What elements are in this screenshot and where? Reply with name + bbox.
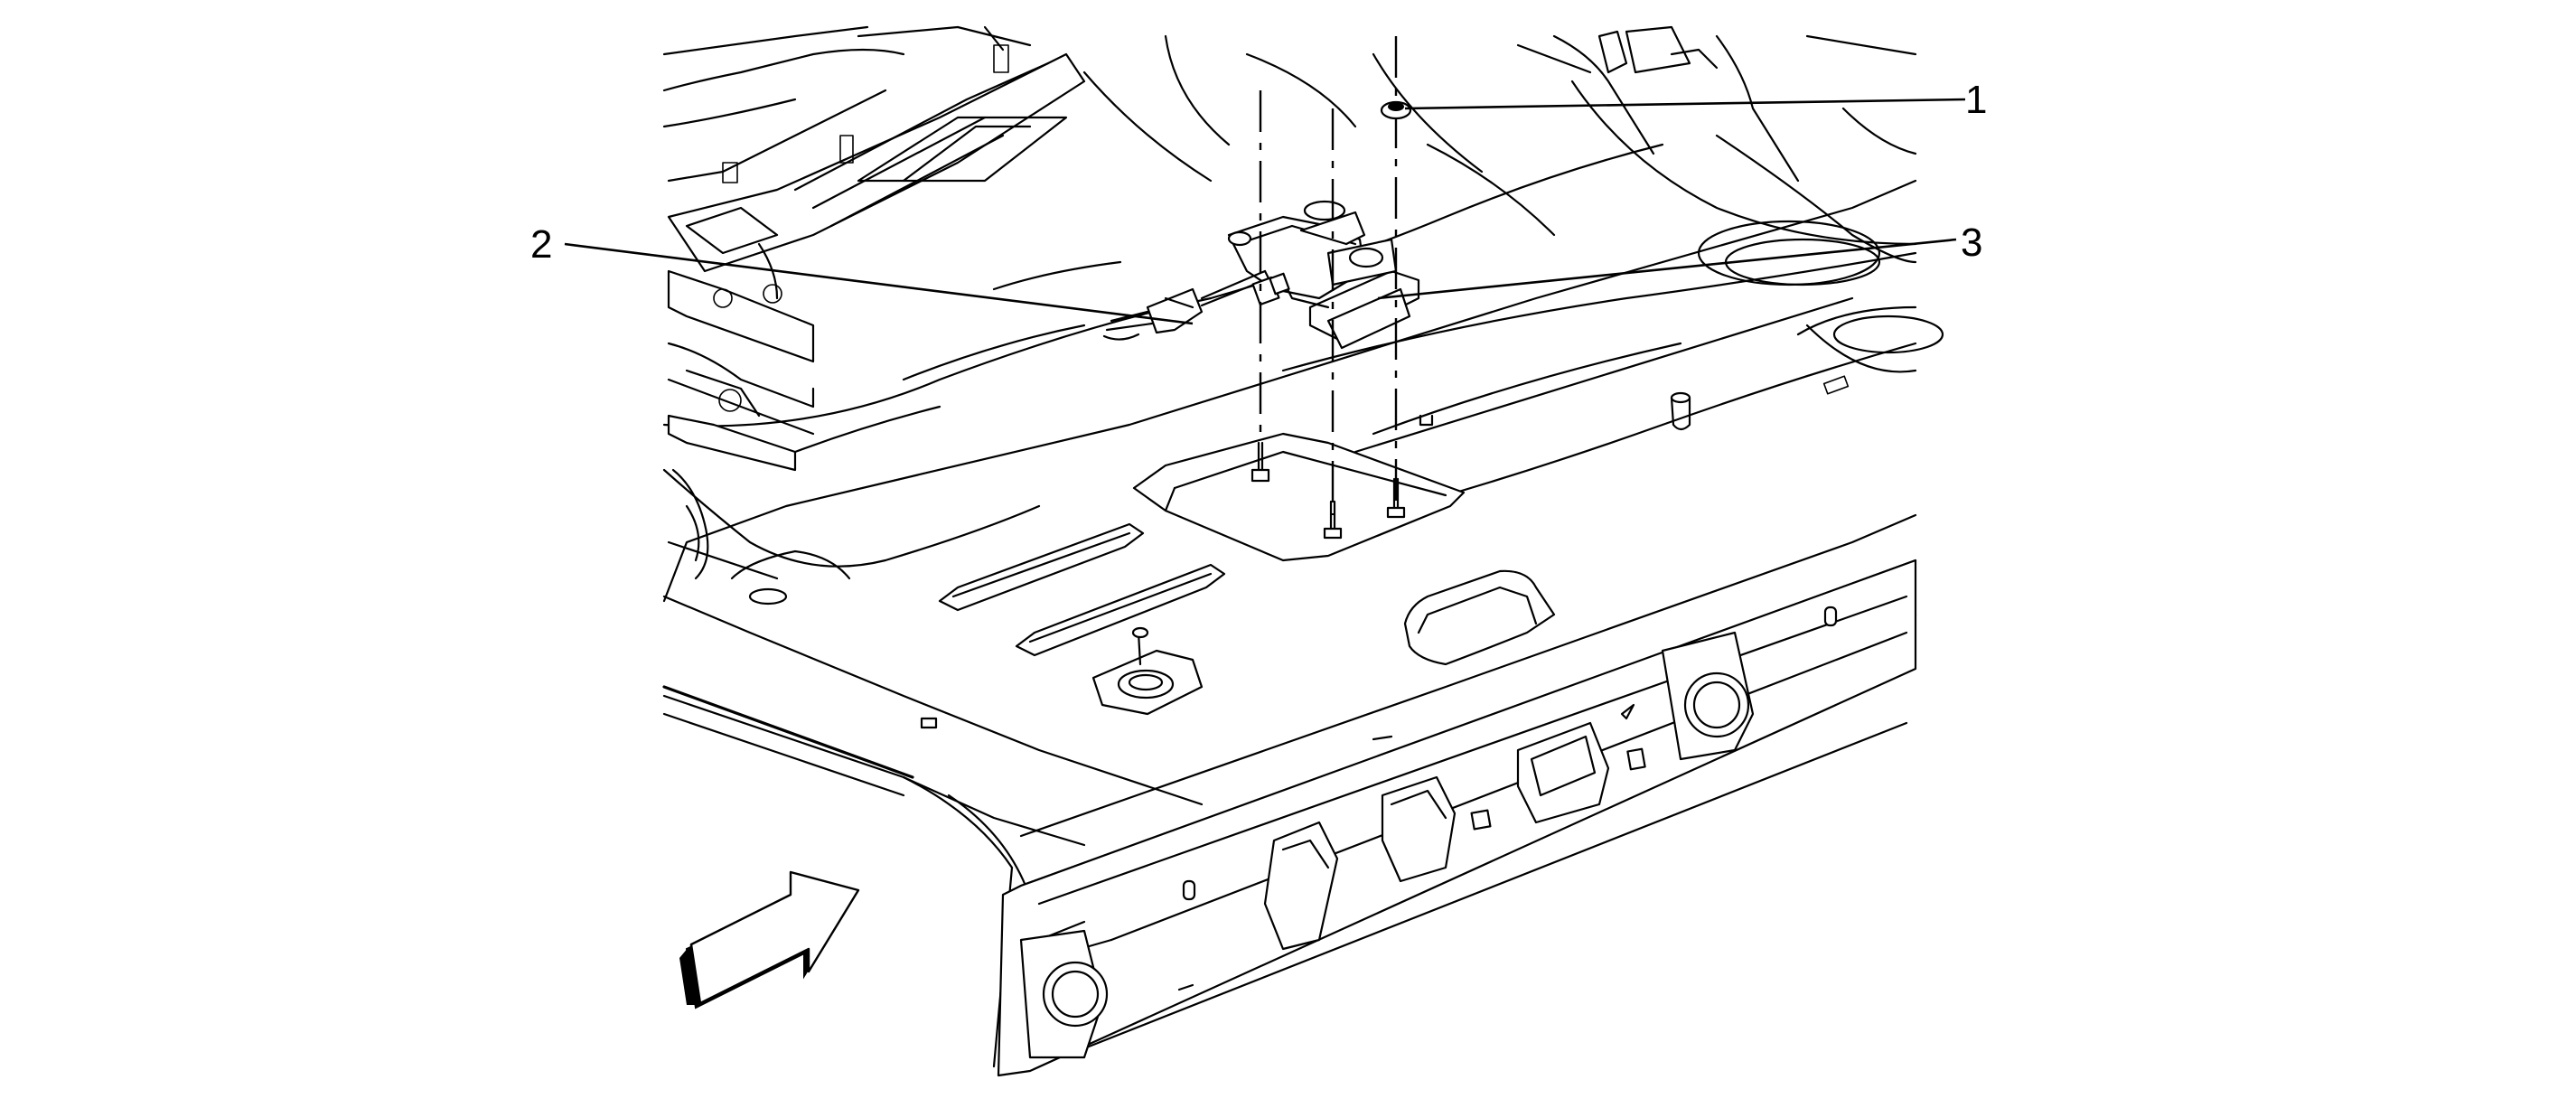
callout-2: 2 bbox=[530, 222, 552, 267]
module-mounting-pocket bbox=[1132, 432, 1466, 562]
callout-1: 1 bbox=[1965, 78, 1987, 122]
right-upper-structure bbox=[1597, 25, 1944, 395]
callout-3: 3 bbox=[1961, 221, 1982, 265]
left-seat-assembly bbox=[667, 25, 1086, 580]
forward-of-vehicle-arrow bbox=[679, 870, 860, 1009]
leader-lines bbox=[564, 98, 1966, 325]
electrical-connector bbox=[1102, 269, 1290, 341]
module-bracket bbox=[1227, 200, 1420, 350]
fastener-nut bbox=[1380, 100, 1412, 120]
floor-slots bbox=[730, 391, 1691, 716]
fastener-studs bbox=[1251, 441, 1406, 540]
rear-sill-panel bbox=[920, 559, 1917, 1077]
